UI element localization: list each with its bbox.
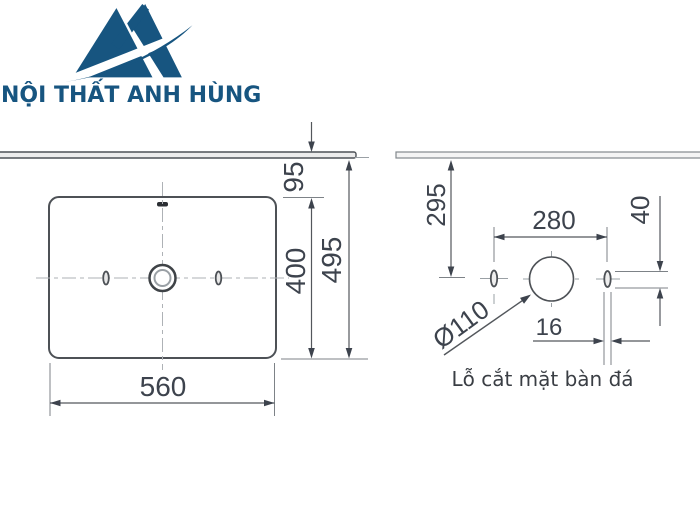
dim-wall-gap-label: 95 [278,161,309,192]
cutout-caption: Lỗ cắt mặt bàn đá [451,367,634,391]
faucet-hole-right [603,270,612,288]
dim-depth-label: 400 [280,248,311,295]
dim-depth [308,198,315,359]
dim-drain-diameter-label: Ø110 [427,294,495,355]
side-hole-right [214,270,223,286]
wall-bar-right [395,151,700,159]
dim-width [50,399,275,407]
cutout-drawing: 295 280 [395,151,700,365]
dim-wall-distance-label: 295 [421,183,451,226]
dim-total-depth [345,160,353,359]
dim-slot-width-label: 16 [536,314,563,341]
dim-wall-distance [439,160,465,278]
dim-slot-width [533,292,650,365]
anh-hung-logo-icon [54,4,193,86]
top-view-drawing: 95 400 495 560 [0,122,369,416]
drain-hole-outer [148,263,177,293]
brand-name: NỘI THẤT ANH HÙNG [1,83,262,108]
logo-right-stroke [130,4,182,78]
faucet-hole-left [489,269,499,288]
drain-cutout-circle [528,256,575,302]
logo-swoosh-gap [54,27,192,86]
overflow-mark [157,202,168,207]
dim-wall-gap [308,122,315,152]
logo-left-leg [111,4,150,50]
dim-drain-diameter [443,294,531,356]
side-hole-left [102,270,110,286]
dim-slot-height-label: 40 [625,196,655,225]
dim-width-label: 560 [140,371,187,402]
dim-total-depth-label: 495 [316,237,347,284]
wall-bar-left [0,151,357,159]
dim-hole-spacing [494,233,607,241]
dim-hole-spacing-label: 280 [532,205,575,235]
dim-slot-height [615,196,668,326]
drain-hole-inner [153,269,172,287]
